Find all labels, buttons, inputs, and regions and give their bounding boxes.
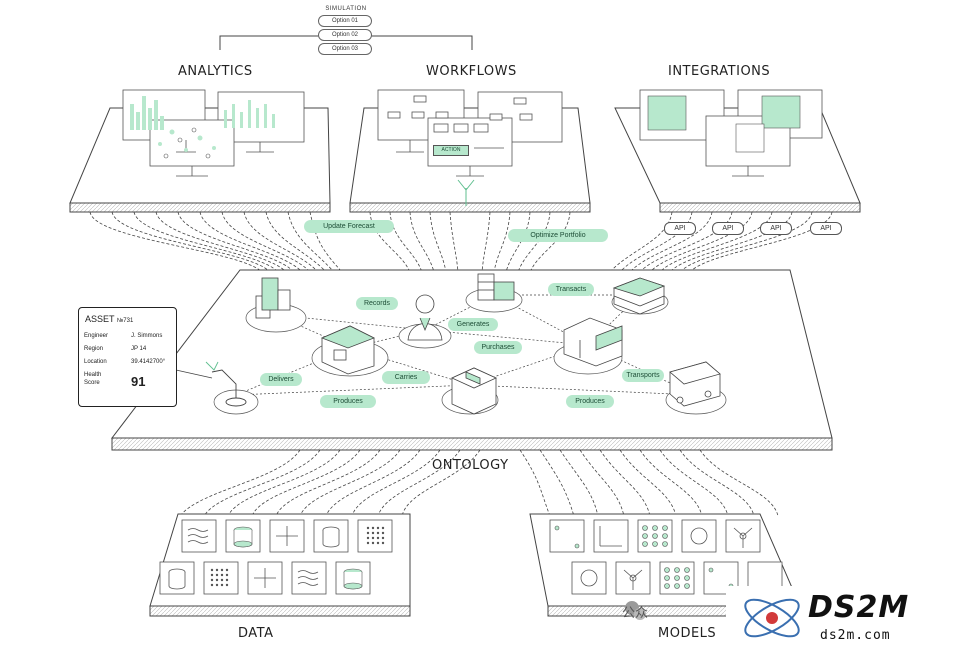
api-badge-1: API [664, 222, 696, 235]
asset-health-label-2: Score [84, 380, 100, 386]
workflow-action-button[interactable]: ACTION [433, 145, 469, 156]
relation-purchases: Purchases [474, 341, 522, 354]
api-badge-3: API [760, 222, 792, 235]
ontology-label: ONTOLOGY [432, 458, 509, 473]
wires-top [89, 211, 833, 273]
relation-transacts: Transacts [548, 283, 594, 296]
site-watermark: ds2m.com [820, 628, 891, 643]
person-icon [407, 294, 443, 341]
simulation-option-2[interactable]: Option 02 [318, 29, 372, 41]
asset-value-location: 39.4142700° [131, 359, 166, 365]
integrations-label: INTEGRATIONS [668, 64, 771, 79]
money-icon [612, 277, 666, 315]
analytics-label: ANALYTICS [178, 64, 253, 79]
relation-generates: Generates [448, 318, 498, 331]
update-forecast-pill: Update Forecast [304, 220, 394, 233]
wires-bottom [179, 449, 779, 517]
box-icon [451, 367, 497, 415]
asset-value-region: JP 14 [131, 346, 147, 352]
building-icon [255, 277, 291, 319]
relation-delivers: Delivers [260, 373, 302, 386]
warehouse-icon [320, 325, 375, 375]
relation-transports: Transports [622, 369, 664, 382]
asset-key-location: Location [84, 359, 107, 365]
simulation-option-1[interactable]: Option 01 [318, 15, 372, 27]
simulation-option-3[interactable]: Option 03 [318, 43, 372, 55]
asset-health-label-1: Health [84, 372, 102, 378]
wechat-icon [625, 601, 646, 620]
workflow-screens [377, 89, 563, 177]
optimize-portfolio-pill: Optimize Portfolio [508, 229, 608, 242]
models-label: MODELS [658, 626, 717, 641]
factory-icon [563, 317, 623, 367]
asset-value-engineer: J. Simmons [131, 333, 163, 339]
relation-produces-1: Produces [320, 395, 376, 408]
wechat-watermark-text: 公众 [622, 605, 649, 620]
data-tiles [159, 519, 393, 595]
truck-icon [669, 361, 721, 407]
relation-produces-2: Produces [566, 395, 614, 408]
relation-carries: Carries [382, 371, 430, 384]
asset-key-engineer: Engineer [84, 333, 109, 339]
robot-arm-icon [205, 361, 247, 407]
asset-card[interactable]: ASSET №731 Engineer J. Simmons Region JP… [78, 307, 177, 407]
api-badge-4: API [810, 222, 842, 235]
asset-title: ASSET №731 [85, 314, 134, 324]
brand-watermark: DS2M [808, 590, 910, 625]
workflows-label: WORKFLOWS [426, 64, 517, 79]
data-label: DATA [238, 626, 274, 641]
asset-key-region: Region [84, 346, 104, 352]
relation-records: Records [356, 297, 398, 310]
simulation-title: SIMULATION [325, 6, 367, 12]
api-badge-2: API [712, 222, 744, 235]
asset-health-value: 91 [131, 374, 146, 389]
datacenter-icon [477, 273, 515, 301]
